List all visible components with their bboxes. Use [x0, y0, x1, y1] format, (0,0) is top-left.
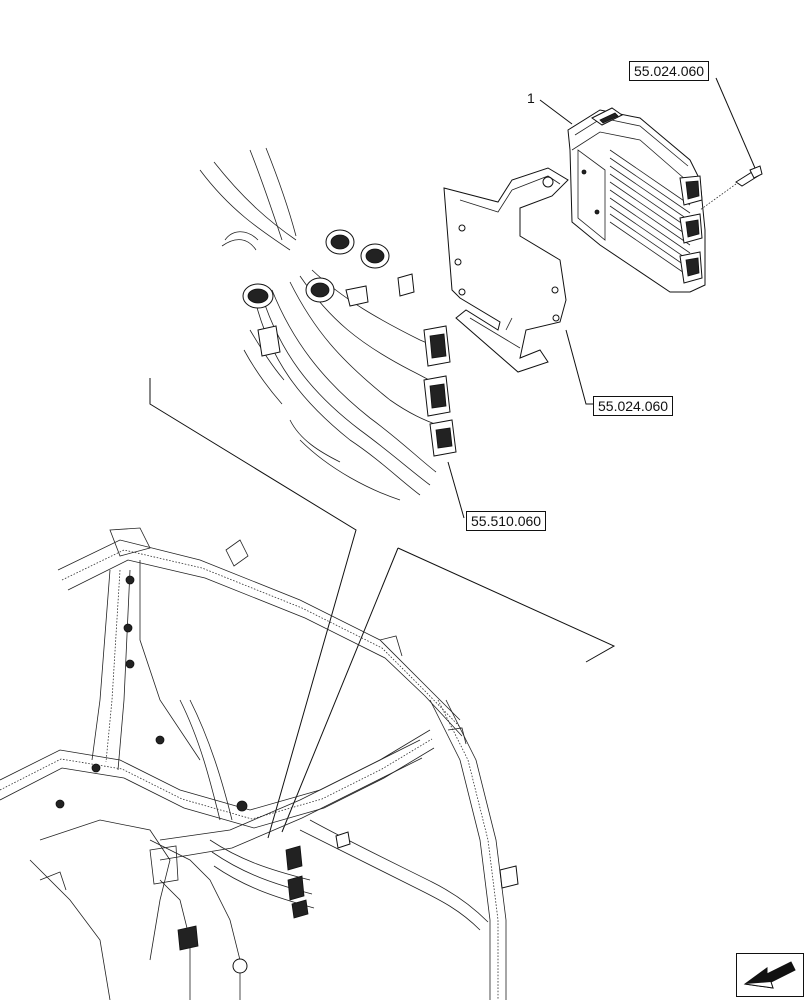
reference-label-ecu[interactable]: 55.024.060 [629, 61, 710, 81]
reference-label-harness[interactable]: 55.510.060 [466, 511, 547, 531]
harness-ref-leader [447, 461, 465, 519]
bracket-ref-leader [565, 329, 594, 405]
ecu-connectors [591, 107, 703, 284]
cab-connectors [55, 575, 519, 974]
rectangular-connectors [257, 325, 457, 457]
callout-1-leader [539, 99, 573, 125]
arrow-icon-graphic [743, 961, 796, 989]
round-connectors [242, 229, 415, 309]
ecu-module [539, 99, 706, 293]
next-page-arrow-icon[interactable] [736, 953, 804, 997]
mounting-bolt [699, 77, 763, 211]
reference-label-bracket[interactable]: 55.024.060 [593, 396, 674, 416]
detail-view-lines [149, 378, 616, 839]
cab-frame [0, 527, 519, 1001]
mounting-bracket [443, 167, 594, 405]
bolt-ref-leader [715, 77, 756, 169]
callout-item-1: 1 [527, 90, 535, 106]
ecu-cooling-fins [609, 149, 691, 278]
harness-detail [199, 147, 465, 519]
